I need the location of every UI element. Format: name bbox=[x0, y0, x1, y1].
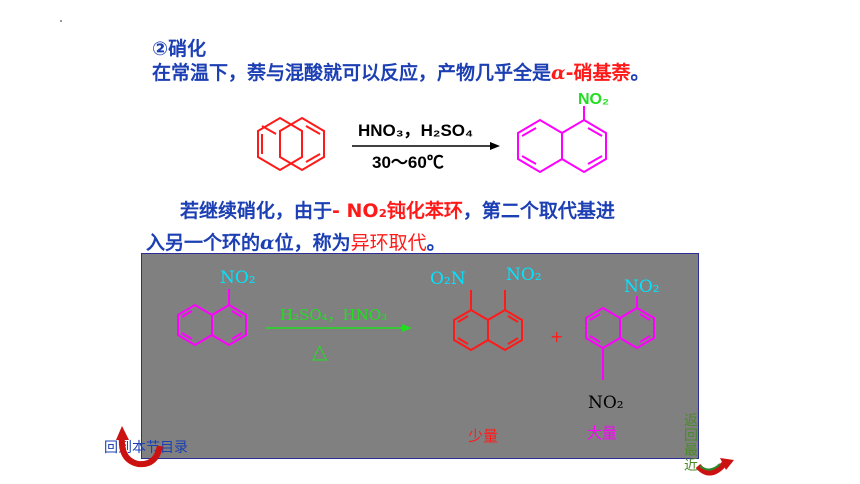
condition-label-1: 30～60℃ bbox=[372, 153, 444, 172]
reagents-label-2: H₂SO₄，HNO₃ bbox=[280, 306, 387, 324]
product-name: α-硝基萘 bbox=[551, 62, 631, 84]
product-1-nitro-right: NO₂ bbox=[506, 265, 542, 285]
para2-text-a: 入另一个环的 bbox=[146, 232, 261, 254]
plus-sign: + bbox=[550, 327, 563, 346]
heat-symbol: △ bbox=[312, 339, 328, 363]
alpha-symbol-2: α bbox=[260, 232, 275, 254]
para2-highlight: 异环取代 bbox=[350, 232, 427, 254]
paragraph-line-2: 入另一个环的α位，称为异环取代。 bbox=[146, 228, 446, 255]
intro-text: 在常温下，萘与混酸就可以反应，产物几乎全是 bbox=[152, 62, 552, 84]
product-1-structure bbox=[453, 290, 523, 352]
product-1-amount: 少量 bbox=[468, 427, 498, 445]
return-recent-link[interactable]: 返回最近 bbox=[684, 413, 698, 474]
naphthalene-structure bbox=[257, 116, 325, 172]
product-2-nitro-bottom: NO₂ bbox=[588, 393, 624, 413]
product-name-text: -硝基萘 bbox=[565, 62, 631, 84]
para1-text-a: 若继续硝化，由于 bbox=[180, 200, 333, 222]
product-2-nitro-top: NO₂ bbox=[624, 277, 660, 297]
reaction-2-panel bbox=[141, 253, 699, 459]
para2-text-b: 位，称为 bbox=[274, 232, 351, 254]
reagents-label-1: HNO₃，H₂SO₄ bbox=[358, 121, 473, 140]
para2-end: 。 bbox=[426, 232, 446, 254]
start-nitronaphthalene bbox=[177, 289, 247, 347]
para1-text-b: ，第二个取代基进 bbox=[462, 200, 615, 222]
intro-sentence: 在常温下，萘与混酸就可以反应，产物几乎全是α-硝基萘。 bbox=[152, 58, 650, 85]
section-title: ②硝化 bbox=[152, 38, 207, 60]
nitronaphthalene-structure bbox=[517, 106, 607, 174]
intro-end: 。 bbox=[630, 62, 650, 84]
product-2-structure bbox=[585, 296, 655, 380]
product-2-amount: 大量 bbox=[587, 424, 617, 442]
decorative-dot bbox=[60, 20, 62, 22]
reaction-arrow-2 bbox=[266, 324, 412, 332]
back-curved-arrow-icon[interactable] bbox=[116, 424, 168, 470]
reaction-arrow-1 bbox=[352, 142, 500, 150]
start-nitro-label: NO₂ bbox=[220, 268, 256, 288]
product-1-nitro-left: O₂N bbox=[430, 269, 466, 289]
paragraph-line-1: 若继续硝化，由于- NO₂钝化苯环，第二个取代基进 bbox=[180, 196, 615, 223]
reaction-1-scheme: HNO₃，H₂SO₄ 30～60℃ NO₂ bbox=[257, 91, 609, 174]
nitro-group-label-1: NO₂ bbox=[578, 91, 609, 108]
para1-highlight: - NO₂钝化苯环 bbox=[332, 200, 463, 222]
alpha-symbol: α bbox=[551, 62, 566, 84]
return-curved-arrow-icon[interactable] bbox=[694, 446, 738, 478]
